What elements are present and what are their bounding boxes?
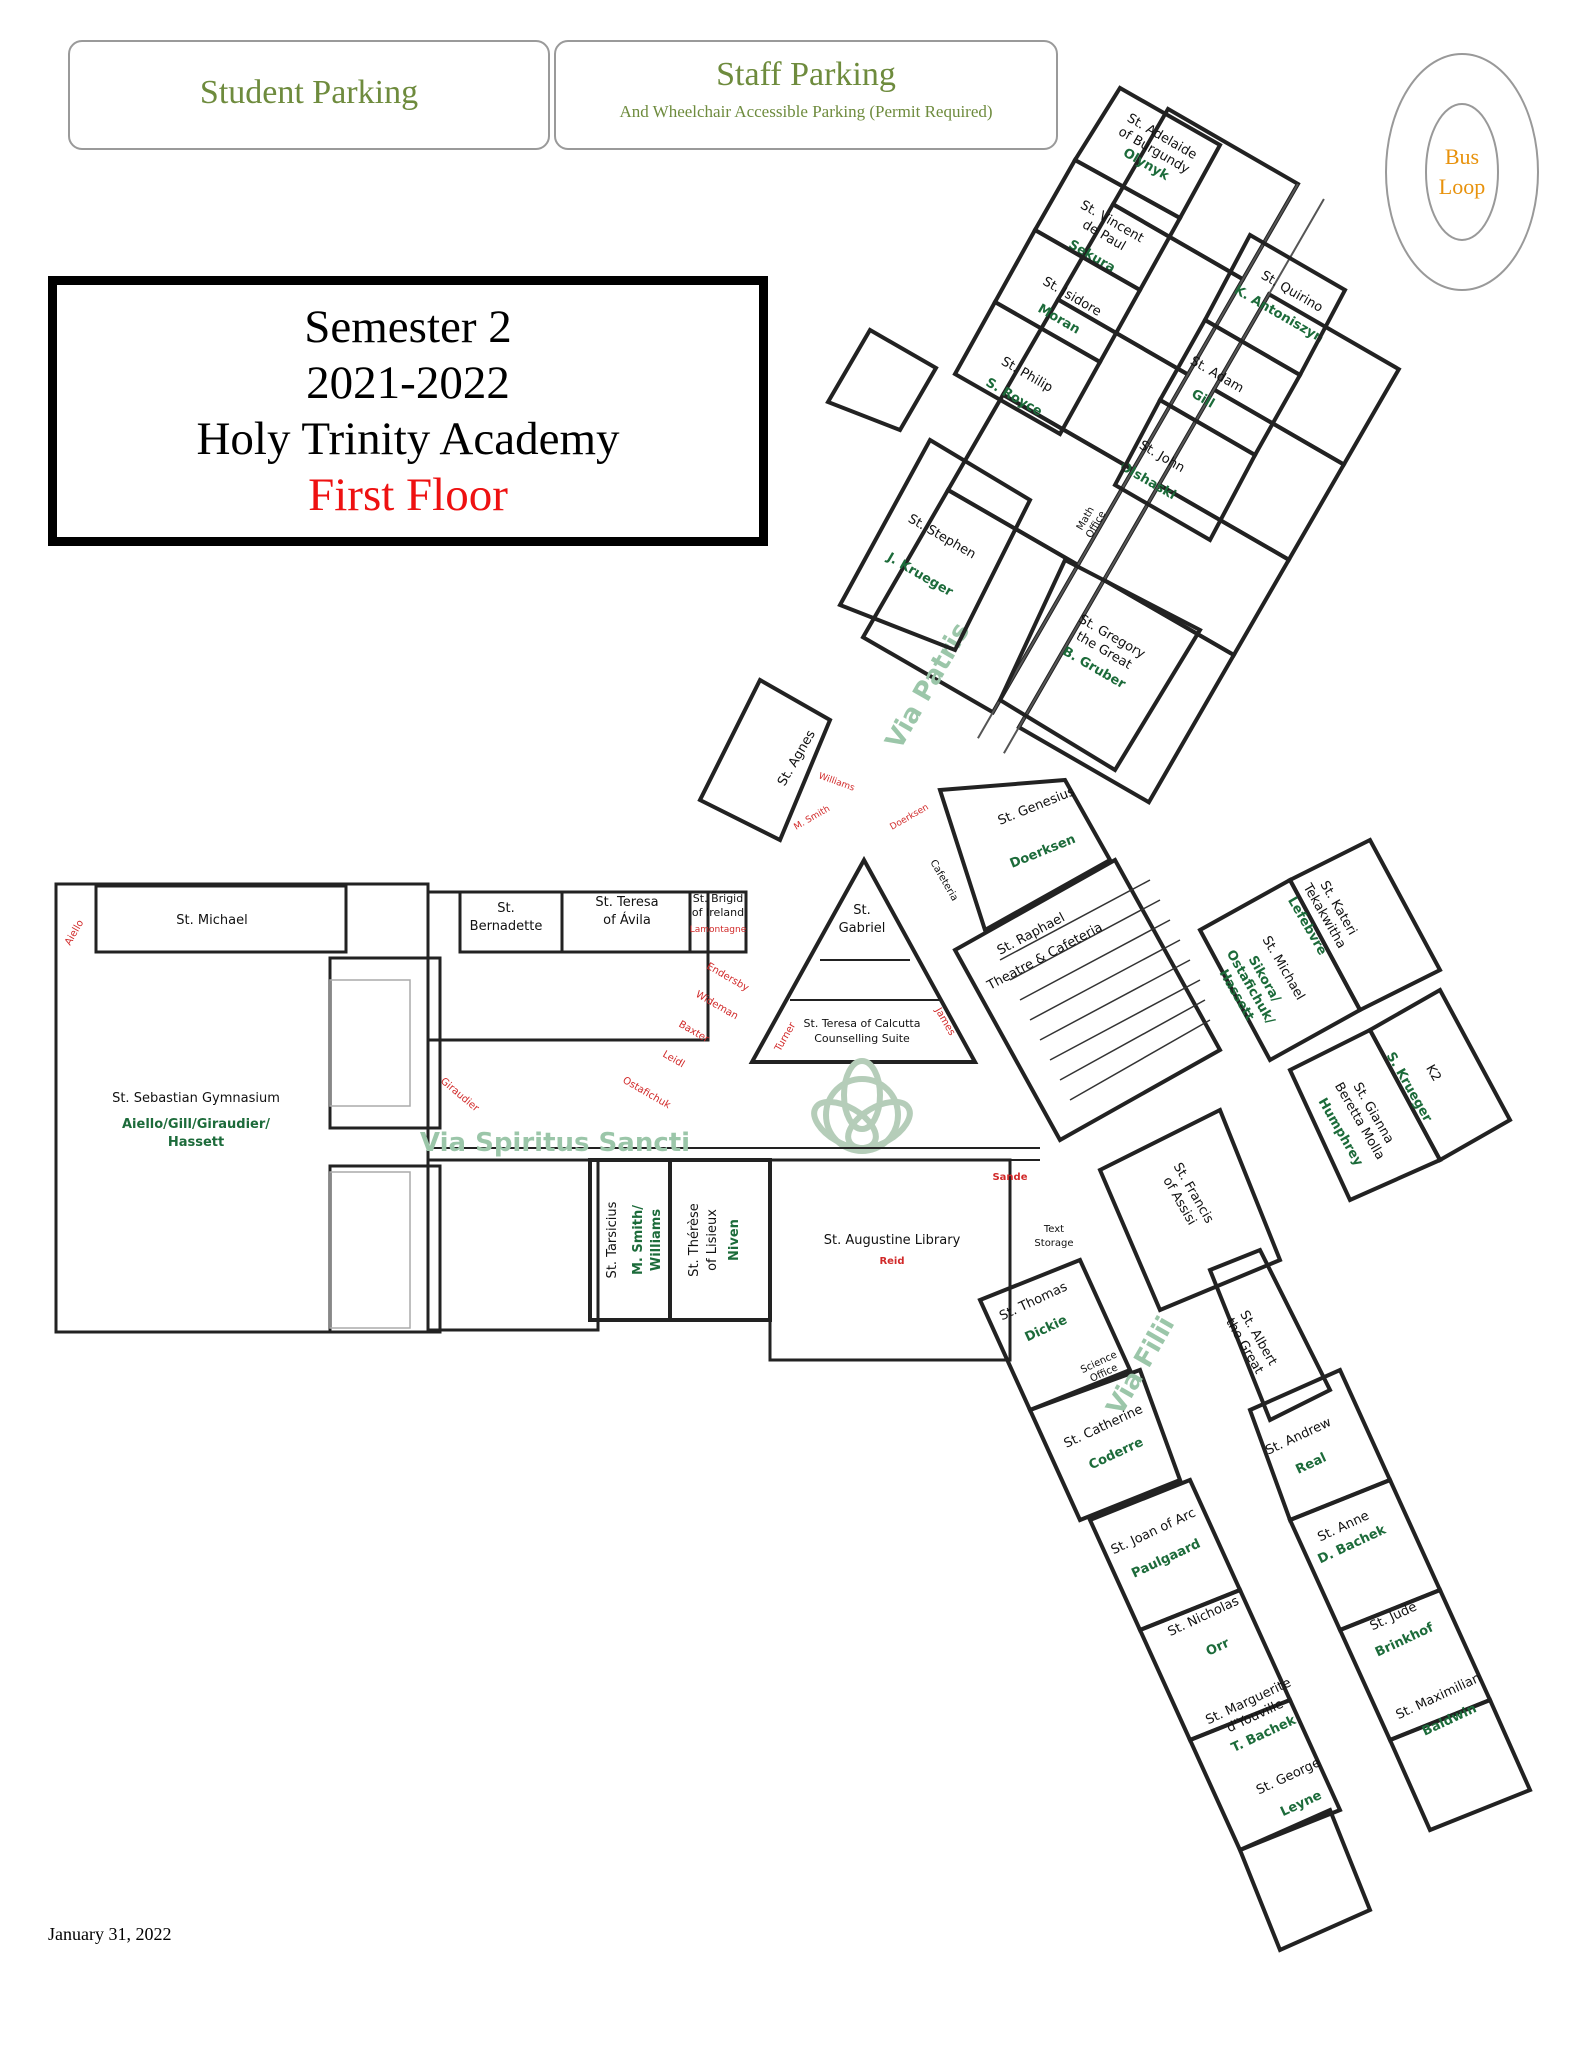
staff-parking-box: Staff Parking And Wheelchair Accessible … [554,40,1058,150]
bus-loop: Bus Loop [1385,53,1539,291]
spiritus-south-rooms: St. Tarsicius M. Smith/ Williams St. Thé… [605,1172,1074,1278]
gym-bleachers [329,979,411,1329]
room-gym-name: St. Sebastian Gymnasium [112,1091,280,1106]
room-teresa-calcutta-name-2: Counselling Suite [814,1032,910,1045]
west-wing [54,882,1040,1362]
hallway-via-spiritus-sancti: Via Spiritus Sancti [420,1128,690,1158]
room-catherine-teacher: Coderre [1087,1435,1146,1473]
room-michael-west-name: St. Michael [176,913,247,928]
theatre-area: St. Genesius Doerksen Doerksen Cafeteria… [889,777,1223,1143]
office-leidl: Leidl [661,1049,687,1070]
date-label: January 31, 2022 [48,1924,172,1944]
genesius-note-doerksen: Doerksen [889,803,931,833]
room-gabriel-name-2: Gabriel [839,921,886,936]
floor-label: First Floor [308,469,508,521]
room-bernadette-name: St. [497,901,514,916]
room-gym-teacher-1: Aiello/Gill/Giraudier/ [122,1117,270,1132]
room-nicholas-teacher: Orr [1204,1636,1233,1660]
room-andrew-teacher: Real [1294,1450,1329,1477]
map-title-box: Semester 2 2021-2022 Holy Trinity Academ… [48,276,768,546]
brigid-note-lamontagne: Lamontagne [690,925,747,935]
trinity-logo-icon [811,1058,913,1154]
room-therese-name-2: of Lisieux [705,1209,720,1271]
room-augustine-teacher: Reid [879,1256,904,1267]
room-therese-name: St. Thérèse [687,1203,702,1277]
room-therese-teacher: Niven [727,1219,742,1261]
room-text-storage-name: Text [1043,1224,1064,1235]
bus-loop-label-1: Bus [1445,144,1479,169]
ne-wing-outline [697,85,1348,843]
office-endersby: Endersby [705,961,751,994]
office-ostafichuk: Ostafichuk [621,1075,673,1111]
east-annex: St. Kateri Tekakwitha Lefebvre St. Micha… [1197,837,1513,1203]
school-name: Holy Trinity Academy [196,413,620,465]
office-baxter: Baxter [677,1019,712,1046]
bus-loop-label-2: Loop [1439,174,1485,199]
staff-parking-label: Staff Parking [716,56,896,93]
room-k2-teacher: S. Krueger [1383,1050,1435,1125]
staff-parking-sublabel: And Wheelchair Accessible Parking (Permi… [619,102,993,121]
ne-labels: St. Adelaide of Burgundy Olynyk St. Vinc… [775,111,1326,833]
student-parking-box: Student Parking [68,40,550,150]
room-teresa-avila-name-2: of Ávila [603,912,651,928]
room-tarsicius-teacher-1: M. Smith/ [631,1205,646,1275]
room-andrew-name: St. Andrew [1263,1415,1334,1459]
room-genesius-teacher: Doerksen [1008,832,1078,872]
north-east-wing [860,106,1402,805]
central-triangle: St. Gabriel St. Teresa of Calcutta Couns… [748,855,979,1064]
agnes-note-smith: M. Smith [793,804,832,833]
room-teresa-calcutta-name: St. Teresa of Calcutta [804,1017,921,1030]
room-bernadette-name-2: Bernadette [470,919,543,934]
room-genesius-name: St. Genesius [996,784,1077,828]
room-gabriel-name: St. [853,903,870,918]
room-stephen-name: St. Stephen [905,512,978,563]
office-giraudier: Giraudier [438,1076,481,1115]
south-east-wing [977,1107,1533,1953]
room-cafeteria-name: Cafeteria [927,858,959,903]
room-stephen-teacher: J. Krueger [883,550,955,600]
room-tarsicius-name: St. Tarsicius [605,1201,620,1278]
room-tarsicius-teacher-2: Williams [649,1209,664,1271]
student-parking-label: Student Parking [199,74,419,111]
room-k2-name: K2 [1422,1062,1443,1084]
semester-label: Semester 2 [304,301,512,353]
year-label: 2021-2022 [306,357,510,409]
sande-note: Sande [992,1172,1027,1183]
room-brigid-name: St. Brigid [693,892,743,905]
room-brigid-name-2: of Ireland [692,906,744,919]
office-wideman: Wideman [694,989,740,1022]
counselling-note-turner: Turner [773,1020,799,1054]
room-thomas-teacher: Dickie [1023,1313,1070,1346]
room-teresa-avila-name: St. Teresa [595,895,658,910]
west-labels: St. Michael Aiello St. Bernadette St. Te… [63,892,750,1150]
room-augustine-name: St. Augustine Library [824,1233,961,1248]
agnes-note-williams: Williams [817,771,856,793]
room-text-storage-name-2: Storage [1034,1238,1073,1249]
michael-west-note-aiello: Aiello [63,918,86,947]
se-labels: St. Francis of Assisi St. Thomas Dickie … [997,1160,1483,1820]
room-gym-teacher-2: Hassett [168,1135,224,1150]
